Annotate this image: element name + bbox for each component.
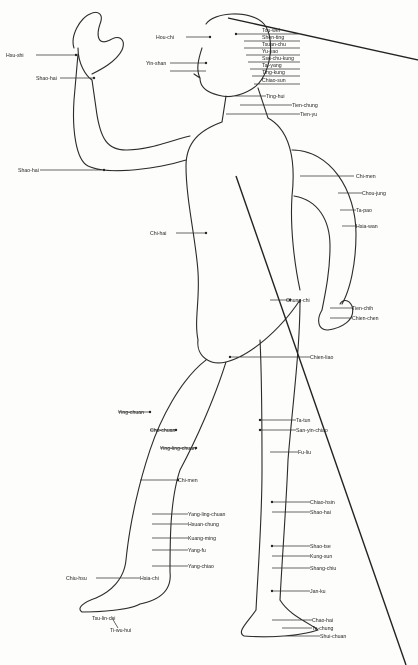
label-tien-chih: Tien-chih [352,306,373,312]
label-ssu-chu-kung: Ssu-chu-kung [262,56,294,62]
label-chu-chuan: Chu-chuan [150,428,175,434]
label-tien-chung: Tien-chung [292,103,318,109]
label-ying-ling-chuan: Ying-ling-chuan [160,446,196,452]
label-chiao-sun: Chiao-sun [262,78,286,84]
label-chien-liao: Chien-liao [310,355,333,361]
label-chien-chen: Chien-chen [352,316,379,322]
label-yang-chiao: Yang-chiao [188,564,214,570]
label-yang-fu: Yang-fu [188,548,206,554]
label-shao-hai-leg: Shao-hai [310,510,331,516]
label-hsia-chi: Hsia-chi [140,576,159,582]
label-hou-chi: Hou-chi [156,35,174,41]
label-ta-tun: Ta-tun [296,418,311,424]
label-fu-liu: Fu-liu [298,450,311,456]
label-yu-yao: Yu-yao [262,49,278,55]
label-shang-chiu: Shang-chiu [310,566,336,572]
label-tien-yu: Tien-yu [300,112,317,118]
label-hsia-wan: Hsia-wan [356,224,378,230]
label-hsuan-chung: Hsuan-chung [188,522,219,528]
label-hsu-shi: Hsu-shi [6,53,24,59]
label-ti-wu-hui: Ti-wu-hui [110,628,131,634]
label-tou-wei: Tou-wei [262,28,280,34]
label-yang-ling-chuan: Yang-ling-chuan [188,512,226,518]
label-yin-shan: Yin-shan [146,61,166,67]
label-chung-chi: Chung-chi [286,298,310,304]
label-ta-chung: Ta-chung [312,626,333,632]
label-chiao-hsin: Chiao-hsin [310,500,335,506]
label-tsuan-chu: Tsuan-chu [262,42,286,48]
label-shen-ting: Shen-ting [262,35,284,41]
label-chi-hai: Chi-hai [150,231,166,237]
label-chao-hai: Chao-hai [312,618,333,624]
label-ting-hui: Ting-hui [266,94,285,100]
label-chiu-hsu: Chiu-hsu [66,576,87,582]
label-tai-yang: Tai-yang [262,63,282,69]
label-kung-sun: Kung-sun [310,554,332,560]
label-ting-kung: Ting-kung [262,70,285,76]
label-chi-men: Chi-men [356,174,376,180]
label-kuang-ming: Kuang-ming [188,536,216,542]
label-chou-jung: Chou-jung [362,191,386,197]
label-jan-ku: Jan-ku [310,589,326,595]
label-ta-pao: Ta-pao [356,208,372,214]
label-shao-tse: Shao-tse [310,544,331,550]
label-shao-hai-elbow: Shao-hai [18,168,39,174]
label-tsu-lin-chi: Tsu-lin-chi [92,616,115,622]
label-chi-men-leg: Chi-men [178,478,198,484]
label-shao-hai-hand: Shao-hai [36,76,57,82]
label-ying-chuan: Ying-chuan [118,410,144,416]
label-shui-chuan: Shui-chuan [320,634,346,640]
label-san-yin-chiao: San-yin-chiao [296,428,328,434]
